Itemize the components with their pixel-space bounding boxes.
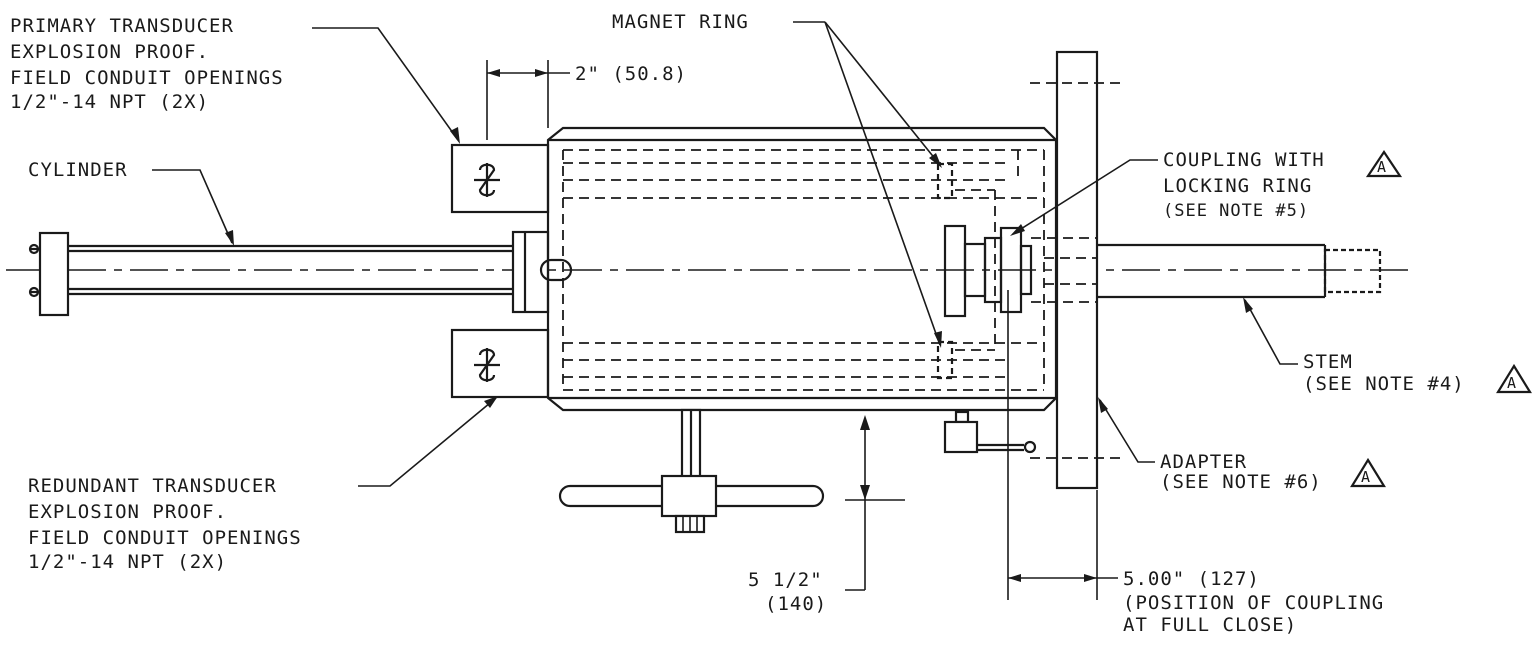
dimension-coupling-label: 5.00" (127) bbox=[1123, 568, 1260, 590]
revision-marker-stem-label: A bbox=[1507, 374, 1517, 392]
adapter-line2: (SEE NOTE #6) bbox=[1160, 471, 1322, 493]
dimension-handwheel: 5 1/2" (140) bbox=[748, 415, 905, 615]
redundant-transducer-callout: REDUNDANT TRANSDUCER EXPLOSION PROOF. FI… bbox=[28, 396, 498, 573]
coupling-line3: (SEE NOTE #5) bbox=[1163, 201, 1309, 221]
handwheel bbox=[558, 408, 825, 534]
adapter-plate bbox=[1030, 50, 1120, 490]
redundant-transducer-line4: 1/2"-14 NPT (2X) bbox=[28, 551, 227, 573]
dimension-coupling-note1: (POSITION OF COUPLING bbox=[1123, 592, 1384, 614]
primary-transducer-line4: 1/2"-14 NPT (2X) bbox=[10, 91, 209, 113]
main-housing bbox=[546, 126, 1058, 412]
dimension-coupling-position: 5.00" (127) (POSITION OF COUPLING AT FUL… bbox=[1007, 290, 1384, 636]
stem-callout: STEM (SEE NOTE #4) A bbox=[1243, 297, 1532, 395]
primary-transducer-box bbox=[450, 143, 550, 214]
revision-marker-adapter: A bbox=[1350, 457, 1386, 488]
redundant-transducer-line1: REDUNDANT TRANSDUCER bbox=[28, 475, 277, 497]
revision-marker-coupling: A bbox=[1365, 150, 1403, 178]
stem bbox=[1031, 237, 1382, 303]
primary-transducer-callout: PRIMARY TRANSDUCER EXPLOSION PROOF. FIEL… bbox=[10, 15, 460, 144]
cylinder-callout: CYLINDER bbox=[28, 159, 234, 246]
dimension-top-offset-label: 2" (50.8) bbox=[575, 63, 687, 85]
redundant-transducer-box bbox=[450, 328, 550, 399]
coupling-line2: LOCKING RING bbox=[1163, 175, 1312, 197]
adapter-line1: ADAPTER bbox=[1160, 451, 1247, 473]
stem-line2: (SEE NOTE #4) bbox=[1303, 373, 1465, 395]
limit-switch bbox=[943, 410, 1037, 454]
redundant-transducer-line3: FIELD CONDUIT OPENINGS bbox=[28, 527, 302, 549]
revision-marker-adapter-label: A bbox=[1361, 468, 1371, 486]
stem-line1: STEM bbox=[1303, 351, 1353, 373]
coupling-callout: COUPLING WITH LOCKING RING (SEE NOTE #5)… bbox=[1010, 149, 1403, 236]
coupling-line1: COUPLING WITH bbox=[1163, 149, 1325, 171]
primary-transducer-line1: PRIMARY TRANSDUCER bbox=[10, 15, 234, 37]
primary-transducer-line3: FIELD CONDUIT OPENINGS bbox=[10, 67, 284, 89]
cylinder bbox=[28, 230, 573, 317]
revision-marker-coupling-label: A bbox=[1377, 158, 1387, 176]
revision-marker-stem: A bbox=[1496, 363, 1532, 394]
magnet-ring-label: MAGNET RING bbox=[612, 11, 749, 33]
dimension-handwheel-metric: (140) bbox=[765, 593, 827, 615]
magnet-ring-callout: MAGNET RING bbox=[612, 11, 942, 348]
adapter-callout: ADAPTER (SEE NOTE #6) A bbox=[1098, 397, 1386, 493]
redundant-transducer-line2: EXPLOSION PROOF. bbox=[28, 501, 227, 523]
cylinder-label: CYLINDER bbox=[28, 159, 128, 181]
dimension-top-offset: 2" (50.8) bbox=[486, 60, 687, 140]
dimension-coupling-note2: AT FULL CLOSE) bbox=[1123, 614, 1297, 636]
dimension-handwheel-label: 5 1/2" bbox=[748, 569, 823, 591]
primary-transducer-line2: EXPLOSION PROOF. bbox=[10, 41, 209, 63]
